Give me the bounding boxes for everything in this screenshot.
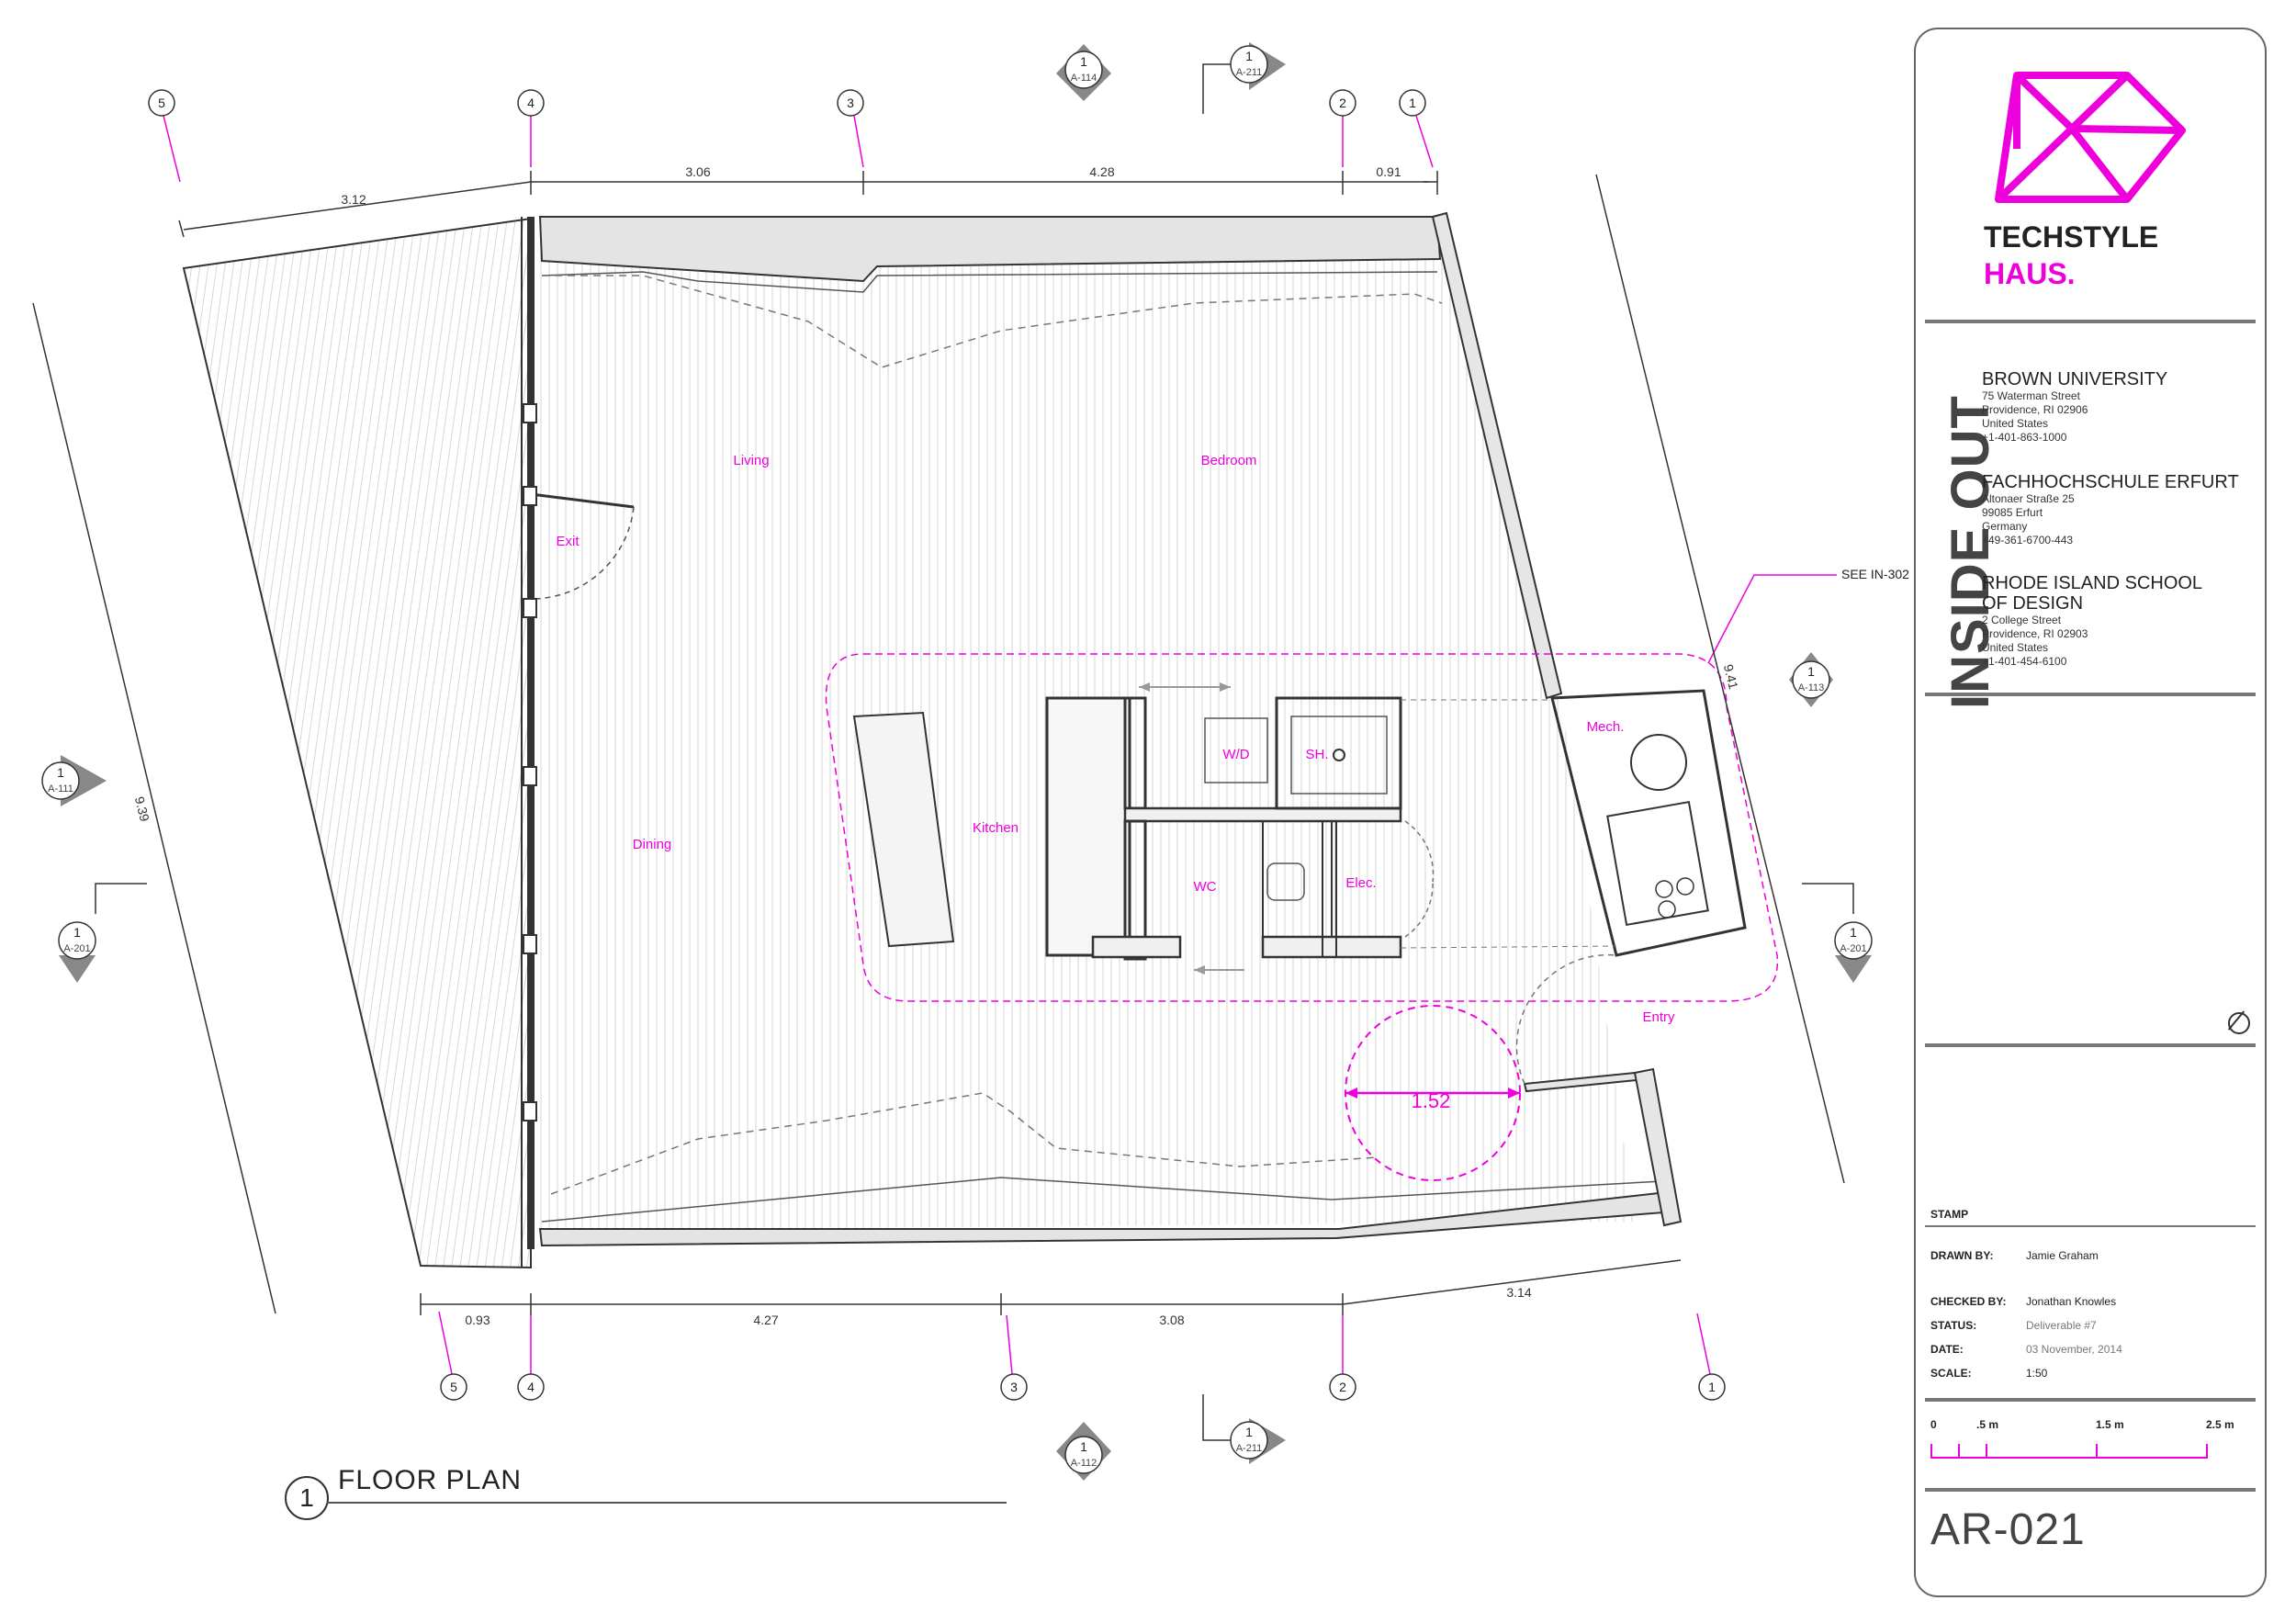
divider — [1925, 1398, 2256, 1402]
room-exit: Exit — [556, 534, 580, 549]
divider — [1925, 1043, 2256, 1047]
turning-circle-dimension: 1.52 — [1412, 1089, 1451, 1112]
kitchen-island — [852, 711, 955, 948]
scale-tick-2: 1.5 m — [2096, 1418, 2124, 1431]
svg-text:1: 1 — [1850, 925, 1857, 940]
deck-area — [182, 217, 532, 1269]
right-wall — [1431, 211, 1563, 700]
sheet-number: AR-021 — [1930, 1505, 2086, 1554]
svg-text:A-201: A-201 — [1840, 943, 1866, 954]
scale-tick-1: .5 m — [1976, 1418, 1999, 1431]
room-shower: SH. — [1305, 747, 1328, 762]
brand-line-1: TECHSTYLE — [1984, 220, 2159, 254]
room-living: Living — [733, 453, 769, 468]
status-value: Deliverable #7 — [2026, 1319, 2097, 1332]
grid-top-2: 2 — [1339, 96, 1346, 110]
core-outline — [825, 653, 1779, 1002]
divider — [1925, 1225, 2256, 1227]
grid-top-5: 5 — [158, 96, 165, 110]
scale-bar: 0 .5 m 1.5 m 2.5 m — [1930, 1418, 2243, 1473]
see-note: SEE IN-302 — [1841, 567, 1909, 581]
svg-text:1: 1 — [57, 765, 64, 780]
room-dining: Dining — [633, 837, 672, 852]
svg-text:A-211: A-211 — [1236, 67, 1263, 78]
brand-line-2: HAUS. — [1984, 257, 2076, 290]
checked-by-value: Jonathan Knowles — [2026, 1295, 2117, 1308]
section-marker-a111[interactable]: 1 A-111 — [41, 755, 107, 806]
svg-text:A-113: A-113 — [1798, 682, 1825, 693]
section-marker-a114[interactable]: 1 A-114 — [1056, 44, 1111, 101]
room-kitchen: Kitchen — [973, 820, 1019, 836]
dim-bottom-4: 3.14 — [1506, 1285, 1531, 1300]
divider — [1925, 693, 2256, 696]
techstyle-logo-icon — [1995, 72, 2186, 203]
room-wd: W/D — [1222, 747, 1249, 762]
dim-bottom-3: 3.08 — [1159, 1313, 1184, 1327]
institution-risd: RHODE ISLAND SCHOOL OF DESIGN 2 College … — [1982, 573, 2203, 668]
section-marker-a211-bottom[interactable]: 1 A-211 — [1202, 1394, 1286, 1464]
scale-value: 1:50 — [2026, 1367, 2048, 1380]
date-label: DATE: — [1930, 1343, 1964, 1356]
grid-bottom-2: 2 — [1339, 1380, 1346, 1394]
floor-plan-drawing: Living Bedroom Exit Dining Kitchen W/D S… — [32, 42, 1909, 1481]
svg-text:1: 1 — [1807, 664, 1815, 679]
svg-text:A-201: A-201 — [63, 943, 90, 954]
section-marker-a112[interactable]: 1 A-112 — [1056, 1422, 1111, 1481]
grid-top-4: 4 — [527, 96, 535, 110]
svg-text:1: 1 — [1080, 54, 1087, 69]
institution-erfurt: FACHHOCHSCHULE ERFURT Altonaer Straße 25… — [1982, 472, 2239, 547]
date-value: 03 November, 2014 — [2026, 1343, 2122, 1356]
scale-tick-0: 0 — [1930, 1418, 1937, 1431]
divider — [1925, 320, 2256, 323]
svg-text:1: 1 — [1245, 1425, 1253, 1439]
section-marker-a201-right[interactable]: 1 A-201 — [1802, 883, 1873, 983]
view-number: 1 — [285, 1476, 329, 1520]
svg-text:A-111: A-111 — [48, 783, 73, 795]
dim-bottom-1: 0.93 — [465, 1313, 490, 1327]
dim-right: 9.41 — [1721, 663, 1741, 692]
svg-text:A-112: A-112 — [1071, 1458, 1097, 1469]
room-mech: Mech. — [1587, 719, 1625, 735]
section-marker-a211-top[interactable]: 1 A-211 — [1202, 42, 1286, 114]
dim-top-3: 4.28 — [1089, 164, 1114, 179]
drawn-by-value: Jamie Graham — [2026, 1249, 2099, 1262]
grid-bottom-4: 4 — [527, 1380, 535, 1394]
svg-text:1: 1 — [73, 925, 81, 940]
divider — [1925, 1488, 2256, 1492]
stamp-label: STAMP — [1930, 1208, 1969, 1221]
mech-room — [1550, 689, 1747, 957]
svg-text:1: 1 — [1080, 1439, 1087, 1454]
grid-bottom-1: 1 — [1708, 1380, 1716, 1394]
grid-top-1: 1 — [1409, 96, 1416, 110]
room-wc: WC — [1194, 879, 1217, 895]
scale-label: SCALE: — [1930, 1367, 1972, 1380]
scale-tick-3: 2.5 m — [2206, 1418, 2234, 1431]
north-arrow-icon — [2228, 1012, 2250, 1034]
dim-top-2: 3.06 — [685, 164, 710, 179]
view-title-rule — [327, 1502, 1007, 1504]
checked-by-label: CHECKED BY: — [1930, 1295, 2007, 1308]
svg-text:A-114: A-114 — [1071, 73, 1097, 84]
room-entry: Entry — [1642, 1009, 1675, 1025]
section-marker-a113[interactable]: 1 A-113 — [1789, 652, 1833, 707]
room-bedroom: Bedroom — [1201, 453, 1257, 468]
grid-top-3: 3 — [847, 96, 854, 110]
grid-bottom-5: 5 — [450, 1380, 457, 1394]
view-title: FLOOR PLAN — [338, 1465, 523, 1495]
view-title-block: 1 FLOOR PLAN — [285, 1456, 1019, 1520]
dim-top-1: 3.12 — [341, 192, 366, 207]
dim-top-4: 0.91 — [1376, 164, 1401, 179]
scale-bar-line — [1930, 1444, 2208, 1459]
svg-text:1: 1 — [1245, 49, 1253, 63]
title-block: TECHSTYLE HAUS. INSIDE OUT BROWN UNIVERS… — [1914, 28, 2267, 1597]
dim-left: 9.39 — [132, 795, 152, 824]
grid-bottom-3: 3 — [1010, 1380, 1018, 1394]
room-elec: Elec. — [1345, 875, 1376, 891]
status-label: STATUS: — [1930, 1319, 1977, 1332]
dim-bottom-2: 4.27 — [753, 1313, 778, 1327]
svg-text:A-211: A-211 — [1236, 1443, 1263, 1454]
institution-brown: BROWN UNIVERSITY 75 Waterman Street Prov… — [1982, 369, 2168, 444]
drawn-by-label: DRAWN BY: — [1930, 1249, 1994, 1262]
section-marker-a201-left[interactable]: 1 A-201 — [58, 883, 147, 983]
